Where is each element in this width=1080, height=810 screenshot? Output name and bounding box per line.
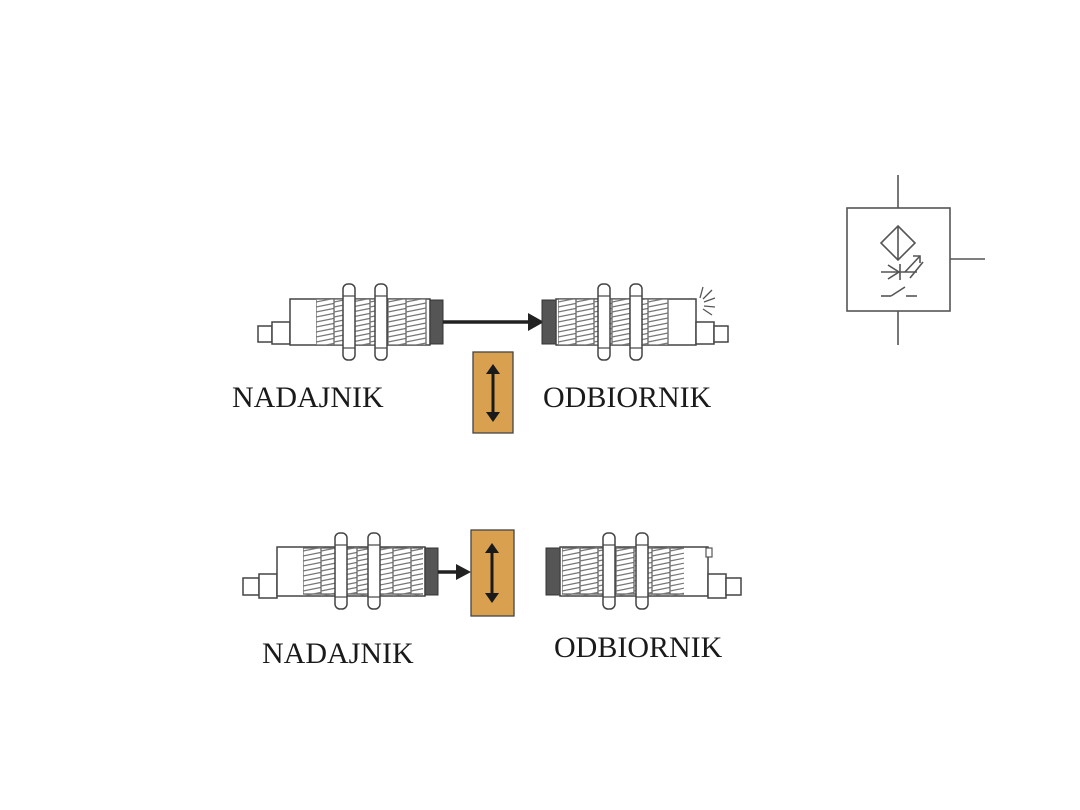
object-top (472, 351, 514, 434)
light-beam-arrow-bottom (438, 564, 471, 580)
receiver-bottom (545, 532, 742, 610)
vertical-double-arrow-icon (485, 543, 499, 603)
receiver-label-bottom: ODBIORNIK (554, 631, 723, 664)
object-bottom (470, 529, 515, 617)
vertical-double-arrow-icon (486, 364, 500, 422)
emitter-top (257, 283, 444, 361)
receiver-label-top: ODBIORNIK (543, 381, 712, 414)
emitter-label-bottom: NADAJNIK (262, 637, 414, 670)
light-beam-arrow-top (443, 313, 544, 331)
photoelectric-sensor-symbol-icon (846, 175, 985, 345)
indicator-led-icon (699, 286, 716, 316)
emitter-bottom (242, 532, 439, 610)
emitter-label-top: NADAJNIK (232, 381, 384, 414)
receiver-top (541, 283, 729, 361)
